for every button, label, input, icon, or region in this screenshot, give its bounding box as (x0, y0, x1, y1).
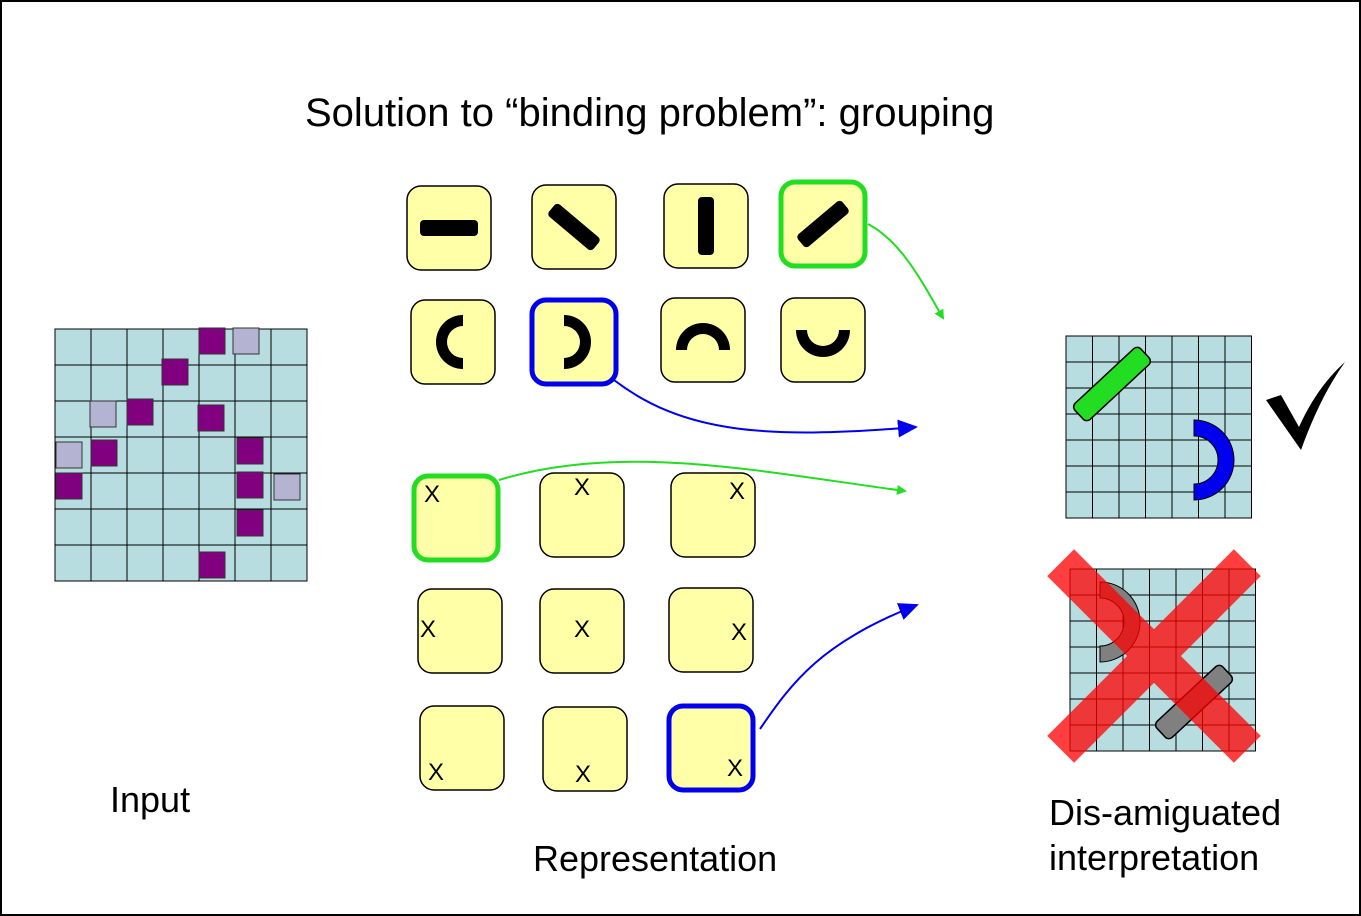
position-cell: X (539, 588, 625, 674)
feature-glyph-diagonal-bar-up (797, 200, 849, 248)
correct-grid-background (1065, 335, 1252, 519)
arrow-blue-feature (613, 379, 918, 438)
feature-cell-arc-open-down (660, 297, 746, 383)
feature-cell-box (410, 299, 496, 385)
feature-glyph-diagonal-bar-down (548, 203, 600, 251)
arrow-blue-position (759, 603, 919, 730)
position-cell: X (666, 703, 756, 793)
feature-glyph-arc-open-up (796, 330, 850, 357)
feature-cell-box (660, 297, 746, 383)
feature-cell-diagonal-bar-down (531, 184, 617, 270)
position-cell-marker: X (574, 616, 590, 643)
position-cells: X X X X X X X X X (411, 472, 756, 793)
weak-pixel (273, 473, 301, 501)
active-pixel (90, 439, 118, 467)
feature-cell-box (780, 297, 866, 383)
position-cell-box (539, 588, 625, 674)
feature-cell-arc-open-right (410, 299, 496, 385)
feature-glyph-arc-open-left (564, 315, 591, 369)
grouping-arrows (498, 223, 945, 730)
interpretation-wrong (1047, 549, 1261, 763)
feature-cell-arc-open-up (780, 297, 866, 383)
position-cell: X (411, 473, 501, 563)
feature-cell-box (529, 297, 619, 387)
input-grid (54, 327, 308, 582)
feature-cell-horizontal-bar (406, 185, 492, 271)
active-pixel (198, 551, 226, 579)
active-pixel (198, 327, 226, 355)
position-cell: X (668, 587, 754, 673)
position-cell-box (417, 588, 503, 674)
weak-pixel (55, 441, 83, 469)
active-pixel (236, 437, 264, 465)
active-pixel (236, 509, 264, 537)
blue-arc-shape (1193, 419, 1235, 501)
feature-cell-arc-open-left (529, 297, 619, 387)
feature-cell-vertical-bar (663, 183, 749, 269)
feature-glyph-vertical-bar (698, 197, 714, 255)
position-cell-marker: X (420, 616, 436, 643)
slide-title: Solution to “binding problem”: grouping (305, 91, 995, 135)
position-cell-box (419, 705, 505, 791)
interpretation-label: Dis-amiguated interpretation (1049, 790, 1281, 880)
arrow-green-position (498, 460, 907, 495)
position-cell-box (542, 706, 628, 792)
feature-glyph-arc-open-down (676, 323, 730, 350)
correct-grid (1065, 335, 1252, 519)
position-cell-marker: X (731, 619, 747, 646)
position-cell: X (419, 705, 505, 791)
interpretation-label-line-2: interpretation (1049, 837, 1260, 878)
position-cell-box (539, 472, 625, 558)
feature-cell-diagonal-bar-up (778, 179, 868, 269)
position-cell-box (666, 703, 756, 793)
position-cell-marker: X (574, 474, 590, 501)
interpretation-correct (1065, 335, 1345, 519)
active-pixel (161, 358, 189, 386)
red-cross-icon (1047, 549, 1261, 763)
position-cell-box (668, 587, 754, 673)
feature-glyph-arc-open-right (436, 315, 463, 369)
position-cell-box (411, 473, 501, 563)
position-cell: X (539, 472, 625, 558)
active-pixel (126, 398, 154, 426)
arrow-green-feature (867, 223, 945, 320)
feature-glyph-horizontal-bar (420, 220, 478, 236)
position-cell: X (417, 588, 503, 674)
active-pixel (236, 471, 264, 499)
position-cell: X (670, 472, 756, 558)
position-cell-marker: X (428, 759, 444, 786)
position-cell-box (670, 472, 756, 558)
interpretation-label-line-1: Dis-amiguated (1049, 792, 1282, 833)
position-cell-marker: X (727, 755, 743, 782)
position-cell-marker: X (729, 478, 745, 505)
active-pixel (55, 472, 83, 500)
representation-label: Representation (533, 838, 778, 879)
checkmark-icon (1266, 362, 1345, 450)
weak-pixel (232, 327, 260, 355)
feature-detectors (406, 179, 868, 387)
position-cell-marker: X (575, 761, 591, 788)
input-label: Input (110, 779, 191, 820)
position-cell-marker: X (424, 481, 440, 508)
green-bar-shape (1072, 346, 1152, 422)
active-pixel (197, 404, 225, 432)
weak-pixel (89, 400, 117, 428)
position-cell: X (542, 706, 628, 792)
